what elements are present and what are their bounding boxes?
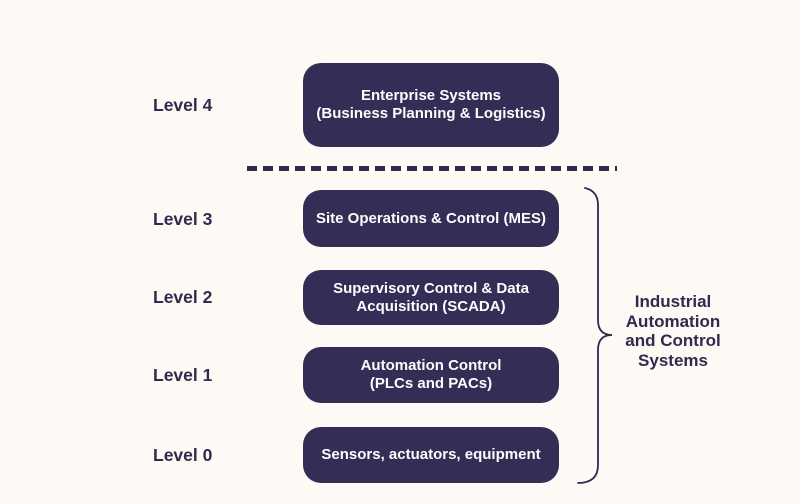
it-ot-dashed-divider xyxy=(247,166,617,171)
group-label-industrial-automation: Industrial Automation and Control System… xyxy=(625,292,721,370)
level-1-label: Level 1 xyxy=(153,365,213,385)
level-2-box-scada: Supervisory Control & Data Acquisition (… xyxy=(303,270,559,325)
curly-brace xyxy=(577,187,613,484)
level-1-box-automation-control: Automation Control (PLCs and PACs) xyxy=(303,347,559,403)
level-0-box-sensors: Sensors, actuators, equipment xyxy=(303,427,559,483)
level-0-label: Level 0 xyxy=(153,445,213,465)
level-2-label: Level 2 xyxy=(153,287,213,307)
level-4-box-enterprise-systems: Enterprise Systems (Business Planning & … xyxy=(303,63,559,147)
level-3-box-site-operations: Site Operations & Control (MES) xyxy=(303,190,559,247)
level-3-label: Level 3 xyxy=(153,209,213,229)
level-4-label: Level 4 xyxy=(153,95,213,115)
